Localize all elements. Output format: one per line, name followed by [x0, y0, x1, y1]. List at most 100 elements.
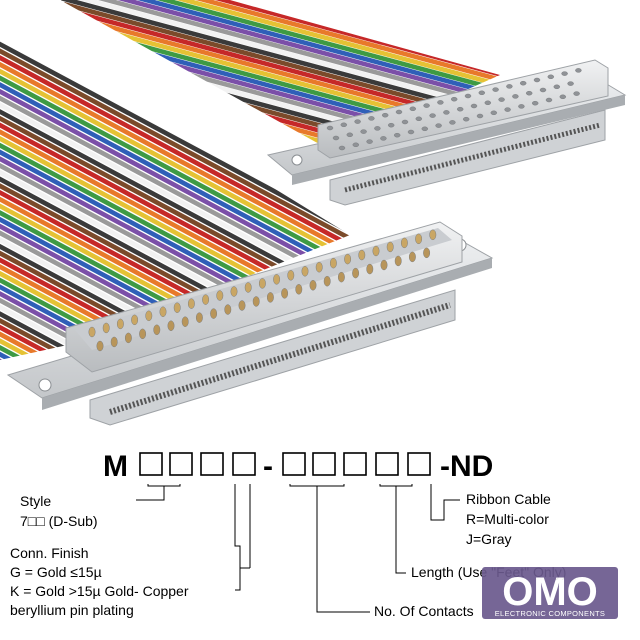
connector-pin [340, 122, 348, 128]
connector-pin [393, 132, 401, 138]
pn-box [232, 452, 256, 476]
connector-pin [124, 332, 132, 344]
connector-pin [326, 125, 334, 131]
connector-pin [409, 106, 417, 112]
connector-pin [187, 298, 195, 309]
connector-pin [332, 135, 340, 141]
connector-pin [159, 306, 167, 317]
connector-pin [573, 91, 580, 96]
connector-pin [456, 106, 464, 112]
pn-box [169, 452, 193, 476]
conn-finish-g: G = Gold ≤15µ [10, 564, 102, 580]
connector-pin [287, 270, 295, 281]
connector-pin [88, 326, 96, 338]
connector-pin [309, 280, 317, 291]
d-sub-connector-front [6, 221, 494, 426]
connector-pin [323, 275, 331, 287]
connector-pin [400, 237, 408, 249]
ribbon-wire [0, 148, 350, 360]
connector-pin [338, 145, 346, 151]
connector-pin [415, 116, 423, 122]
connector-pin [567, 81, 574, 86]
ribbon-wire [0, 111, 350, 360]
leader-lines [136, 484, 460, 613]
connector-pin [139, 328, 147, 340]
ribbon-wire [67, 13, 500, 150]
pn-box [312, 452, 336, 476]
connector-pin [386, 241, 394, 253]
connector-pin [437, 100, 444, 105]
connector-pin [295, 284, 303, 295]
connector-pin [531, 100, 539, 106]
ribbon-wire [0, 123, 350, 360]
connector-pin [553, 84, 561, 90]
connector-pin [408, 251, 416, 263]
connector-pin [244, 282, 252, 293]
connector-pin [407, 129, 415, 135]
connector-pin [153, 324, 161, 336]
connector-pin [329, 257, 337, 269]
connector-pin [470, 103, 478, 109]
connector-pin [380, 259, 388, 271]
style-label: Style [20, 493, 51, 509]
connector-pin [258, 278, 266, 289]
connector-pin [429, 229, 437, 241]
connector-pin [415, 233, 423, 245]
ribbon-cable-title: Ribbon Cable [466, 491, 551, 507]
conn-finish-title: Conn. Finish [10, 545, 89, 561]
connector-pin [381, 112, 389, 118]
connector-pin [380, 136, 387, 141]
pn-box [200, 452, 224, 476]
connector-pin [352, 142, 360, 148]
connector-pin [545, 97, 553, 103]
connector-pin [167, 320, 175, 331]
conn-finish-k: K = Gold >15µ Gold- Copper [10, 583, 189, 599]
connector-pin [102, 322, 110, 334]
ribbon-wire [0, 20, 350, 289]
connector-pin [195, 312, 203, 323]
connector-pin [492, 87, 499, 92]
connector-pin [366, 139, 373, 144]
connector-pin [484, 100, 492, 106]
omo-logo: OMO ELECTRONIC COMPONENTS [482, 567, 618, 619]
connector-pin [450, 96, 458, 102]
ribbon-wire [60, 0, 500, 100]
part-number-hyphen: - [263, 450, 273, 483]
connector-pin [346, 132, 354, 138]
connector-pin [216, 290, 224, 301]
connector-pin [478, 90, 486, 96]
connector-pin [252, 296, 260, 307]
connector-pin [96, 340, 104, 352]
connector-pin [519, 80, 527, 86]
connector-pin [366, 263, 374, 275]
connector-pin [360, 129, 367, 134]
connector-pin [518, 104, 525, 109]
pn-box [282, 452, 306, 476]
ribbon-wire [0, 117, 350, 360]
part-number-boxes-group1 [139, 452, 256, 476]
connector-pin [539, 87, 547, 93]
connector-pin [435, 123, 442, 128]
connector-pin [110, 336, 118, 348]
ribbon-wire [0, 142, 350, 360]
d-sub-connector-back [266, 59, 627, 206]
connector-pin [358, 249, 366, 261]
connector-pin [344, 253, 352, 265]
connector-pin [443, 110, 450, 115]
ribbon-wire [0, 154, 350, 360]
connector-pin [116, 318, 124, 330]
connector-pin [210, 308, 218, 319]
connector-pin [131, 314, 139, 326]
connector-pin [423, 103, 430, 108]
connector-pin [374, 126, 381, 131]
ribbon-wire [71, 25, 500, 150]
connector-pin [315, 261, 323, 273]
connector-pin [230, 286, 238, 297]
connector-pin [224, 304, 232, 315]
pn-box [375, 452, 399, 476]
connector-pin [173, 302, 181, 313]
connector-pin [181, 316, 189, 327]
pn-box [139, 452, 163, 476]
connector-pin [512, 94, 519, 99]
contacts-label: No. Of Contacts [374, 603, 474, 619]
